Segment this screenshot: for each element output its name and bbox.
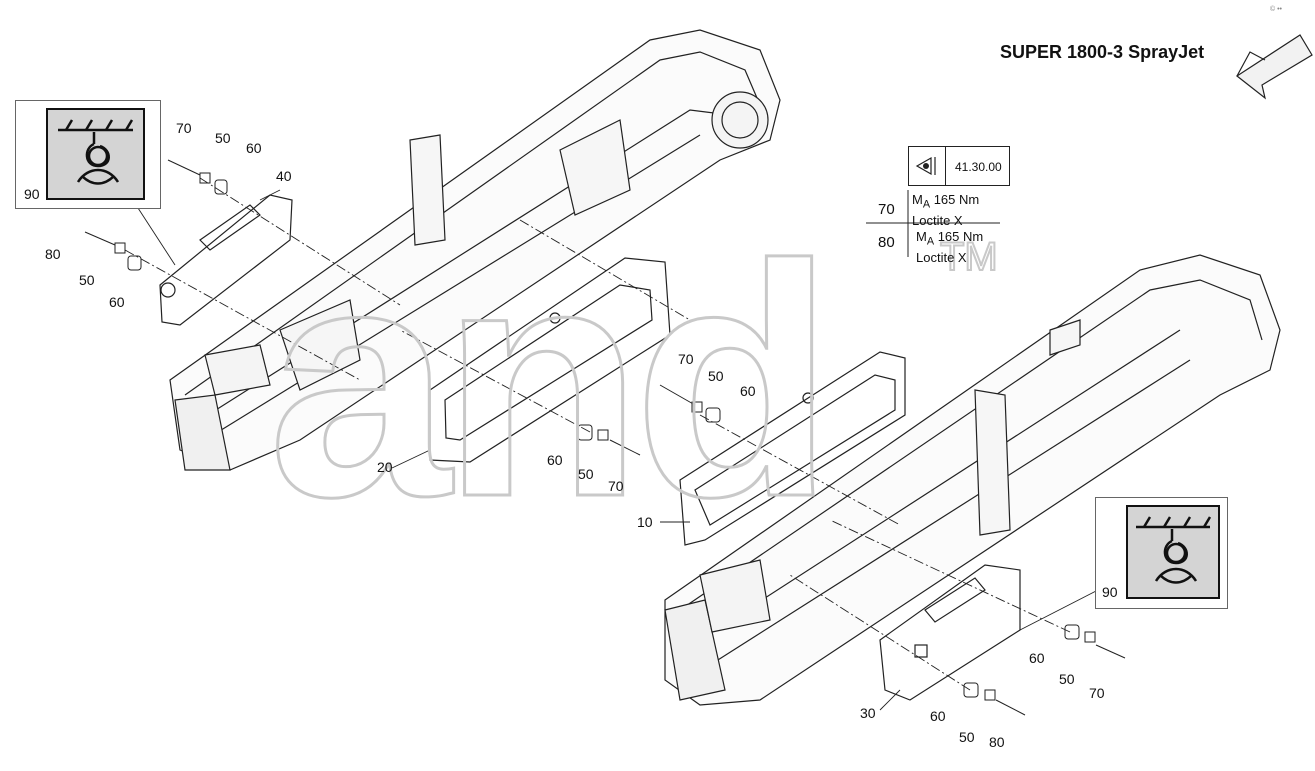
torque-sub: A — [926, 235, 935, 248]
torque-sub: A — [922, 198, 931, 211]
symbol-item-number: 90 — [24, 186, 40, 202]
callout-60: 60 — [109, 294, 125, 310]
spec-70-text: MA 165 Nm Loctite X — [912, 192, 979, 228]
callout-70: 70 — [1089, 685, 1105, 701]
watermark-word: and — [268, 196, 825, 565]
callout-30: 30 — [860, 705, 876, 721]
callout-70: 70 — [608, 478, 624, 494]
spec-item-70: 70 — [878, 201, 895, 218]
callout-70: 70 — [678, 351, 694, 367]
torque-symbol: M — [916, 229, 927, 244]
callout-50: 50 — [1059, 671, 1075, 687]
lifting-hook-chain-icon — [1126, 505, 1220, 599]
lifting-symbol-box-left: 90 — [15, 100, 161, 209]
lifting-symbol-box-right: 90 — [1095, 497, 1228, 609]
torque-symbol: M — [912, 192, 923, 207]
callout-60: 60 — [740, 383, 756, 399]
callout-50: 50 — [79, 272, 95, 288]
callout-50: 50 — [578, 466, 594, 482]
watermark-tm: TM — [940, 235, 998, 279]
callout-60: 60 — [930, 708, 946, 724]
callout-50: 50 — [708, 368, 724, 384]
direction-arrow-icon — [1235, 34, 1313, 100]
eye-view-icon — [909, 147, 946, 185]
callout-40: 40 — [276, 168, 292, 184]
lifting-hook-chain-icon — [46, 108, 145, 200]
leader-lines — [137, 189, 1099, 711]
symbol-item-number: 90 — [1102, 584, 1118, 600]
corner-mark: © •• — [1270, 6, 1283, 13]
callout-20: 20 — [377, 459, 393, 475]
callout-80: 80 — [989, 734, 1005, 750]
fasteners — [84, 159, 1126, 716]
panel-10 — [679, 351, 906, 546]
panel-20 — [429, 257, 671, 463]
left-crawler-track — [169, 29, 781, 471]
callout-80: 80 — [45, 246, 61, 262]
callout-10: 10 — [637, 514, 653, 530]
callout-70: 70 — [176, 120, 192, 136]
callout-50: 50 — [959, 729, 975, 745]
assembly-lines — [124, 177, 1071, 691]
reference-code: 41.30.00 — [955, 160, 1002, 174]
model-title: SUPER 1800-3 SprayJet — [1000, 42, 1205, 62]
callout-60: 60 — [1029, 650, 1045, 666]
right-crawler-track — [664, 254, 1281, 706]
spec-80-text: MA 165 Nm Loctite X — [916, 229, 983, 265]
callout-60: 60 — [246, 140, 262, 156]
spec-frame — [866, 190, 1000, 257]
torque-value: 165 Nm — [937, 229, 984, 244]
adhesive: Loctite X — [916, 249, 967, 265]
adhesive: Loctite X — [912, 212, 963, 228]
callout-60: 60 — [547, 452, 563, 468]
spec-item-80: 80 — [878, 234, 895, 251]
torque-value: 165 Nm — [933, 192, 980, 207]
callout-50: 50 — [215, 130, 231, 146]
reference-box: 41.30.00 — [908, 146, 1010, 186]
